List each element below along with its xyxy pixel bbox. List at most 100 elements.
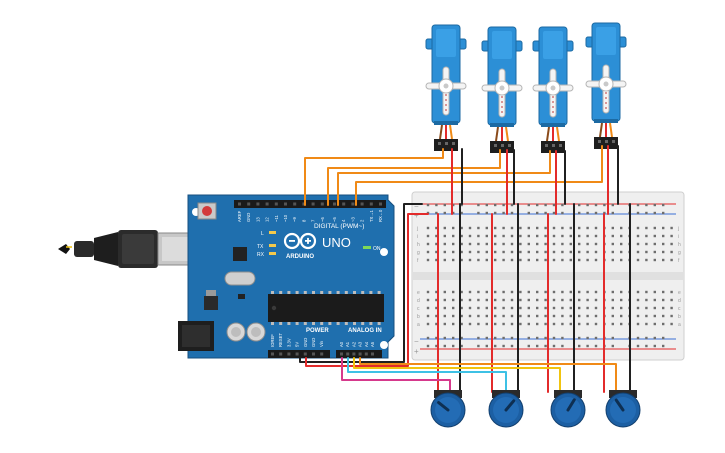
- rail-hole[interactable]: [645, 203, 648, 207]
- breadboard-hole[interactable]: [569, 322, 572, 326]
- breadboard-hole[interactable]: [636, 306, 640, 310]
- rail-hole[interactable]: [510, 203, 514, 207]
- breadboard-hole[interactable]: [653, 298, 656, 302]
- breadboard-hole[interactable]: [435, 314, 438, 318]
- breadboard-hole[interactable]: [536, 298, 539, 302]
- rail-hole[interactable]: [561, 211, 564, 215]
- breadboard-hole[interactable]: [578, 314, 581, 318]
- rail-hole[interactable]: [536, 203, 539, 207]
- breadboard-hole[interactable]: [485, 298, 488, 302]
- signal-wire-servo-4[interactable]: [355, 145, 603, 206]
- breadboard-hole[interactable]: [552, 290, 556, 294]
- breadboard-hole[interactable]: [645, 226, 648, 230]
- rail-hole[interactable]: [435, 344, 438, 348]
- breadboard-hole[interactable]: [494, 234, 497, 238]
- breadboard-hole[interactable]: [636, 234, 640, 238]
- breadboard-hole[interactable]: [510, 226, 514, 230]
- breadboard-hole[interactable]: [527, 298, 530, 302]
- pot-4-wiper-wire[interactable]: [359, 357, 617, 393]
- rail-hole[interactable]: [552, 211, 556, 215]
- breadboard-hole[interactable]: [670, 298, 673, 302]
- breadboard-hole[interactable]: [519, 242, 522, 246]
- rail-hole[interactable]: [636, 344, 640, 348]
- breadboard-hole[interactable]: [611, 234, 614, 238]
- breadboard-hole[interactable]: [527, 234, 530, 238]
- breadboard-hole[interactable]: [426, 290, 430, 294]
- breadboard-hole[interactable]: [552, 258, 556, 262]
- breadboard-hole[interactable]: [443, 306, 446, 310]
- breadboard-hole[interactable]: [536, 250, 539, 254]
- breadboard-hole[interactable]: [426, 322, 430, 326]
- rail-hole[interactable]: [426, 344, 430, 348]
- breadboard-hole[interactable]: [594, 290, 598, 294]
- rail-hole[interactable]: [603, 203, 606, 207]
- breadboard-hole[interactable]: [586, 290, 589, 294]
- breadboard-hole[interactable]: [468, 242, 472, 246]
- breadboard-hole[interactable]: [502, 258, 505, 262]
- servo-motor[interactable]: [532, 26, 574, 153]
- breadboard-hole[interactable]: [502, 290, 505, 294]
- breadboard-hole[interactable]: [653, 314, 656, 318]
- pot-3-wiper-wire[interactable]: [353, 357, 561, 393]
- rail-hole[interactable]: [460, 336, 463, 340]
- rail-hole[interactable]: [485, 203, 488, 207]
- breadboard-hole[interactable]: [569, 314, 572, 318]
- rail-hole[interactable]: [662, 336, 665, 340]
- breadboard-hole[interactable]: [452, 306, 455, 310]
- breadboard-hole[interactable]: [670, 290, 673, 294]
- breadboard-hole[interactable]: [544, 314, 547, 318]
- breadboard-hole[interactable]: [670, 314, 673, 318]
- breadboard-hole[interactable]: [586, 226, 589, 230]
- potentiometer-knob[interactable]: [550, 390, 586, 428]
- 5v-wire-to-rail[interactable]: [305, 213, 429, 367]
- breadboard-hole[interactable]: [561, 242, 564, 246]
- breadboard-hole[interactable]: [426, 314, 430, 318]
- breadboard-hole[interactable]: [494, 250, 497, 254]
- rail-hole[interactable]: [460, 344, 463, 348]
- breadboard-hole[interactable]: [611, 306, 614, 310]
- breadboard-hole[interactable]: [620, 314, 623, 318]
- breadboard-hole[interactable]: [653, 306, 656, 310]
- breadboard-hole[interactable]: [485, 322, 488, 326]
- breadboard-hole[interactable]: [594, 322, 598, 326]
- breadboard-hole[interactable]: [510, 258, 514, 262]
- breadboard-hole[interactable]: [527, 242, 530, 246]
- breadboard-hole[interactable]: [578, 290, 581, 294]
- breadboard-hole[interactable]: [494, 290, 497, 294]
- rail-hole[interactable]: [527, 336, 530, 340]
- signal-wire-servo-2[interactable]: [327, 149, 501, 206]
- breadboard-hole[interactable]: [485, 290, 488, 294]
- breadboard-hole[interactable]: [636, 290, 640, 294]
- breadboard-hole[interactable]: [552, 242, 556, 246]
- digital-pin-header[interactable]: [234, 200, 386, 208]
- breadboard-hole[interactable]: [435, 226, 438, 230]
- rail-hole[interactable]: [510, 211, 514, 215]
- breadboard-hole[interactable]: [519, 306, 522, 310]
- breadboard-hole[interactable]: [620, 242, 623, 246]
- breadboard-hole[interactable]: [662, 298, 665, 302]
- breadboard-hole[interactable]: [569, 306, 572, 310]
- breadboard-hole[interactable]: [620, 258, 623, 262]
- breadboard-hole[interactable]: [578, 234, 581, 238]
- breadboard-hole[interactable]: [477, 322, 480, 326]
- breadboard-hole[interactable]: [653, 226, 656, 230]
- breadboard-hole[interactable]: [435, 242, 438, 246]
- breadboard-hole[interactable]: [519, 290, 522, 294]
- breadboard-hole[interactable]: [544, 298, 547, 302]
- breadboard-hole[interactable]: [452, 250, 455, 254]
- breadboard-hole[interactable]: [494, 322, 497, 326]
- breadboard-hole[interactable]: [611, 242, 614, 246]
- breadboard-hole[interactable]: [460, 242, 463, 246]
- breadboard-hole[interactable]: [552, 322, 556, 326]
- digital-pin[interactable]: [369, 202, 373, 206]
- breadboard-hole[interactable]: [452, 298, 455, 302]
- rail-hole[interactable]: [544, 336, 547, 340]
- breadboard-hole[interactable]: [544, 234, 547, 238]
- breadboard-hole[interactable]: [594, 298, 598, 302]
- breadboard-hole[interactable]: [468, 250, 472, 254]
- breadboard-hole[interactable]: [662, 306, 665, 310]
- breadboard-hole[interactable]: [536, 242, 539, 246]
- breadboard-hole[interactable]: [636, 250, 640, 254]
- digital-pin[interactable]: [256, 202, 260, 206]
- rail-hole[interactable]: [662, 203, 665, 207]
